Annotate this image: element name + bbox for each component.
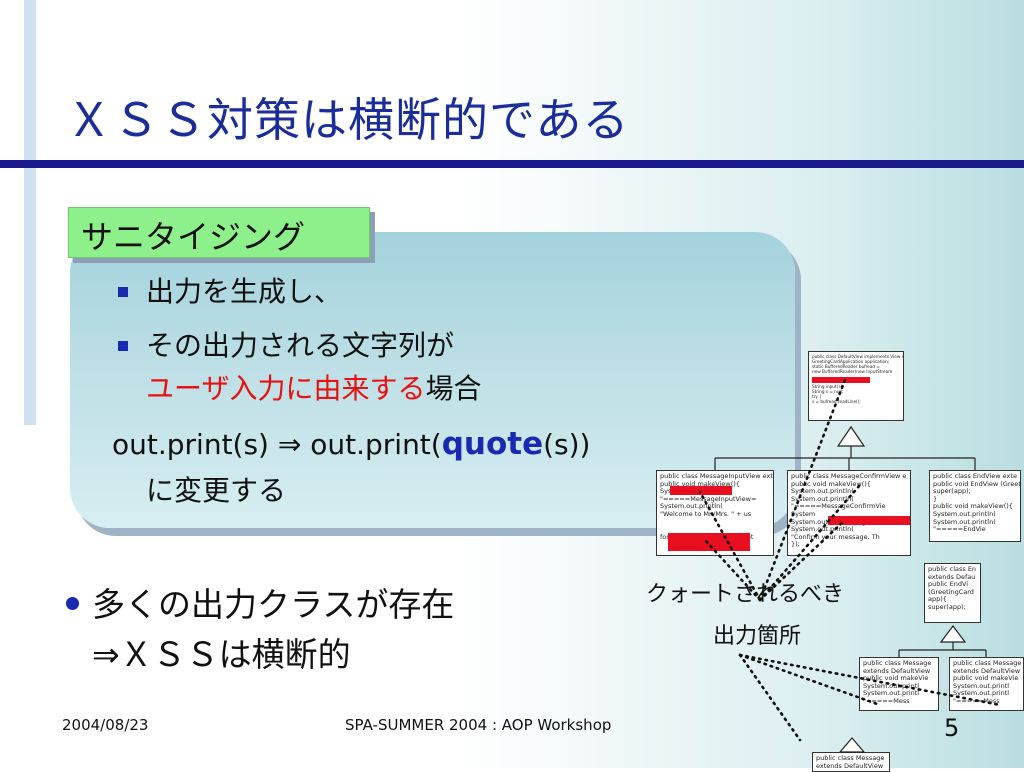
code-line: }	[933, 494, 938, 503]
square-bullet-icon	[118, 341, 128, 351]
default-view-class: public class DefaultView implements View…	[808, 351, 904, 421]
code-line: public void makeVie	[953, 674, 1019, 683]
code-line: "=====MessageConfirmVie	[791, 502, 886, 511]
code-line: System.out.printl	[953, 681, 1010, 690]
sanitizing-tag: サニタイジング	[68, 207, 370, 258]
callout-quote-target: クォートされるべき	[646, 582, 845, 607]
code-line: System.out.printl	[863, 689, 920, 698]
slide-title: ＸＳＳ対策は横断的である	[66, 93, 630, 147]
code-after: (s))	[543, 428, 591, 461]
code-line: public class DefaultView implements View…	[812, 354, 904, 359]
code-line: public class Message	[953, 659, 1022, 667]
code-line: static BufferedReader bufread =	[812, 364, 880, 369]
pointer-line	[738, 653, 1002, 707]
code-line: public EndVi	[928, 580, 969, 589]
code-line: public class Message	[863, 659, 932, 667]
code-line: super(app);	[928, 602, 966, 611]
code-line: extends DefaultView	[953, 666, 1021, 675]
code-line: public class Message	[816, 754, 885, 762]
code-line: public void makeView(){	[933, 502, 1013, 511]
code-line: public class MessageConfirmView e	[791, 472, 907, 480]
pointer-line	[738, 653, 882, 707]
code-line: System.out.println(	[933, 517, 996, 526]
code-quote-word: quote	[441, 426, 544, 462]
code-line: "=====Mess	[863, 696, 910, 705]
code-line: extends Defau	[928, 572, 976, 581]
redacted-mark	[828, 516, 910, 525]
pointer-line	[758, 378, 847, 602]
inheritance-arrow-icon	[836, 425, 866, 447]
code-line: app){	[928, 595, 947, 604]
code-line: "=====EndVie	[933, 525, 986, 534]
code-line: public class En	[928, 565, 977, 573]
code-line: (GreetingCard	[928, 587, 974, 596]
footer-event: SPA-SUMMER 2004 : AOP Workshop	[345, 716, 612, 734]
code-line: super(app);	[933, 487, 971, 496]
code-line: System	[791, 509, 816, 518]
code-line: String s = null;	[812, 389, 844, 394]
pointer-line	[703, 538, 762, 602]
default-view-code: public class DefaultView implements View…	[812, 354, 904, 404]
square-bullet-icon	[118, 287, 128, 297]
page-number: 5	[944, 714, 960, 742]
code-line: GreetingCardApplication application;	[812, 359, 890, 364]
code-replacement-line: out.print(s) ⇒ out.print(quote(s))	[112, 426, 590, 462]
code-line: });	[791, 540, 800, 549]
pointer-line	[698, 490, 762, 602]
redacted-mark	[812, 377, 870, 383]
code-line: public void EndView (Greetin	[933, 479, 1021, 488]
code-line: public void makeVie	[863, 674, 929, 683]
redacted-mark	[670, 486, 732, 495]
code-line: System.out.println(	[791, 494, 854, 503]
code-line: public class MessageInputView ext	[660, 472, 773, 480]
bullet-user-input-line: ユーザ入力に由来する場合	[146, 367, 481, 407]
title-underline	[0, 160, 1024, 168]
code-line: System.out.println(	[660, 502, 723, 511]
code-line: "Welcome to Mr./Mrs. " + us	[660, 509, 752, 518]
code-line: "Confirm your message. Th	[791, 532, 880, 541]
code-line: System.out.printl	[863, 681, 920, 690]
code-line: s = bufread.readLine();	[812, 399, 861, 404]
callout-output-location: 出力箇所	[713, 624, 802, 649]
pointer-line	[758, 518, 847, 602]
footer-date: 2004/08/23	[62, 716, 149, 734]
bullet-generate-output: 出力を生成し、	[146, 275, 343, 308]
code-before: out.print(s) ⇒ out.print(	[112, 428, 442, 461]
code-line: extends DefaultView	[863, 666, 931, 675]
code-line: public class EndView exte	[933, 472, 1017, 480]
code-line: public void makeView(){	[660, 479, 740, 488]
xss-crosscutting: ⇒ＸＳＳは横断的	[92, 635, 351, 674]
inheritance-arrow-icon	[838, 737, 866, 753]
left-accent-bar	[24, 0, 36, 425]
code-line: extends DefaultView	[816, 761, 884, 770]
code-line: try {	[812, 394, 822, 399]
pointer-line	[758, 483, 862, 602]
redacted-mark	[668, 533, 750, 551]
many-output-classes: 多くの出力クラスが存在	[92, 585, 455, 624]
code-line: public void makeView(){	[791, 479, 871, 488]
bullet-case-text: 場合	[425, 372, 482, 405]
code-change-text: に変更する	[146, 474, 287, 507]
code-line: String input(){	[812, 384, 843, 389]
code-line: System.out.println(	[933, 509, 996, 518]
code-line: new BufferedReader(new InputStream	[812, 369, 893, 374]
code-line: "=====MessageInputView=	[660, 494, 757, 503]
bullet-output-string: その出力される文字列が	[146, 329, 455, 362]
sanitizing-tag-label: サニタイジング	[81, 218, 306, 256]
pointer-line	[738, 653, 802, 742]
round-bullet-icon	[66, 597, 79, 610]
code-line: System.out.printl	[953, 689, 1010, 698]
user-input-emphasis: ユーザ入力に由来する	[146, 372, 426, 405]
code-line: System.out.println(	[791, 525, 854, 534]
code-line: System.out.println(	[791, 487, 854, 496]
inheritance-arrow-icon	[939, 625, 967, 643]
